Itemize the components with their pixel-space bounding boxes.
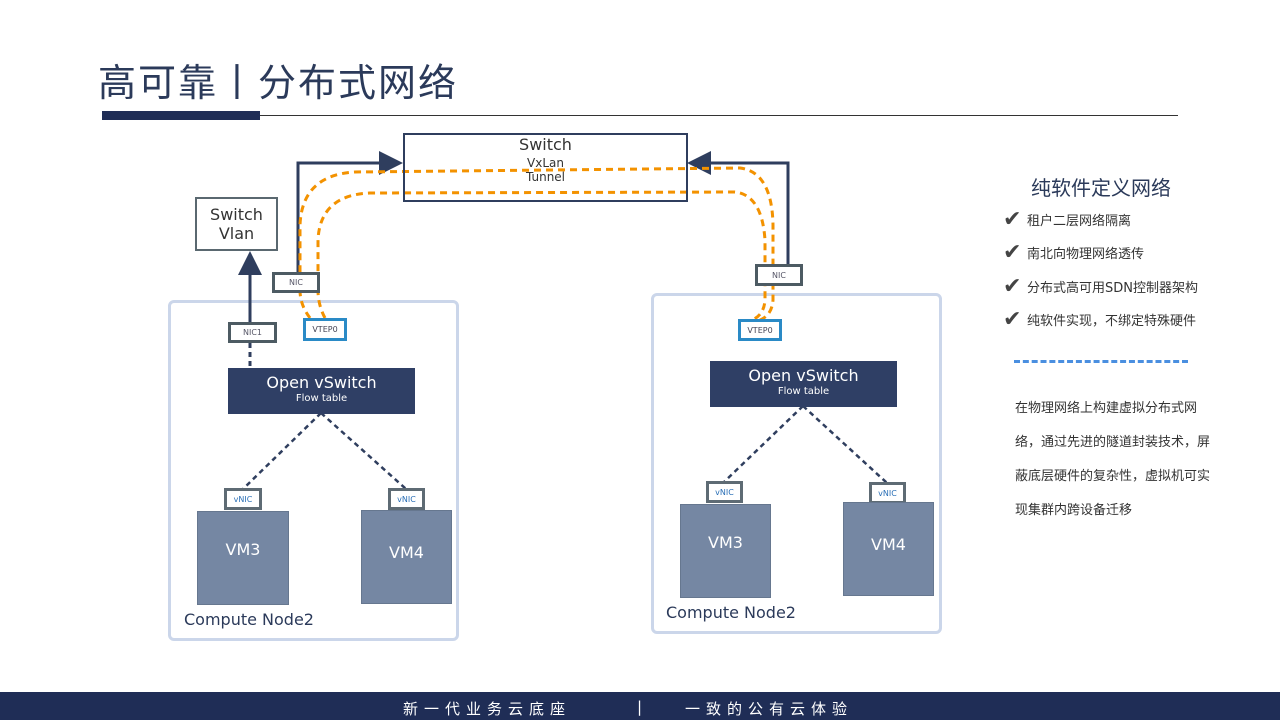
compute-node-right <box>651 293 942 634</box>
check-icon: ✔ <box>1003 307 1022 332</box>
check-icon: ✔ <box>1003 240 1022 265</box>
vnic-left-a: vNIC <box>224 488 262 510</box>
footer-bar: 新一代业务云底座 | 一致的公有云体验 <box>0 692 1280 720</box>
compute-node-left <box>168 300 459 641</box>
left-uplink <box>296 151 403 272</box>
right-uplink <box>687 151 790 264</box>
vm4-left: VM4 <box>361 510 452 604</box>
ovs-left: Open vSwitch Flow table <box>228 368 415 414</box>
side-heading: 纯软件定义网络 <box>1031 176 1171 200</box>
node-label-right: Compute Node2 <box>666 603 796 622</box>
ovs-vnic-link <box>320 412 407 490</box>
check-icon: ✔ <box>1003 207 1022 232</box>
vlan-switch: Switch Vlan <box>195 197 278 251</box>
vtep-left: VTEP0 <box>303 318 347 341</box>
feature-item: ✔南北向物理网络透传 <box>1003 240 1145 265</box>
page-title: 高可靠丨分布式网络 <box>98 61 459 105</box>
vxlan-tunnel-inner <box>316 190 767 322</box>
ovs-vnic-link <box>242 412 322 490</box>
footer-right-slogan: 一致的公有云体验 <box>685 700 854 718</box>
vnic-right-b: vNIC <box>869 482 906 504</box>
vm3-left: VM3 <box>197 511 289 605</box>
check-icon: ✔ <box>1003 274 1022 299</box>
footer-left-slogan: 新一代业务云底座 <box>403 700 572 718</box>
nic-right: NIC <box>755 264 803 286</box>
title-accent-bar <box>102 111 260 120</box>
ovs-vnic-link <box>723 405 804 483</box>
nic-left: NIC <box>272 272 320 293</box>
vm3-right: VM3 <box>680 504 771 598</box>
node-label-left: Compute Node2 <box>184 610 314 629</box>
ovs-right: Open vSwitch Flow table <box>710 361 897 407</box>
footer-divider: | <box>637 698 649 716</box>
side-description: 在物理网络上构建虚拟分布式网络，通过先进的隧道封装技术，屏蔽底层硬件的复杂性，虚… <box>1015 401 1211 518</box>
vxlan-switch: Switch VxLan Tunnel <box>403 133 688 202</box>
feature-item: ✔分布式高可用SDN控制器架构 <box>1003 274 1198 299</box>
vnic-left-b: vNIC <box>388 488 425 510</box>
title-rule <box>260 115 1178 116</box>
ovs-vnic-link <box>802 405 888 484</box>
side-divider <box>1014 360 1188 363</box>
vnic-right-a: vNIC <box>706 481 743 503</box>
feature-item: ✔租户二层网络隔离 <box>1003 207 1132 232</box>
nic1-left: NIC1 <box>228 322 277 343</box>
vtep-right: VTEP0 <box>738 319 782 341</box>
vm4-right: VM4 <box>843 502 934 596</box>
vxlan-tunnel-outer <box>298 166 775 322</box>
feature-item: ✔纯软件实现，不绑定特殊硬件 <box>1003 307 1197 332</box>
